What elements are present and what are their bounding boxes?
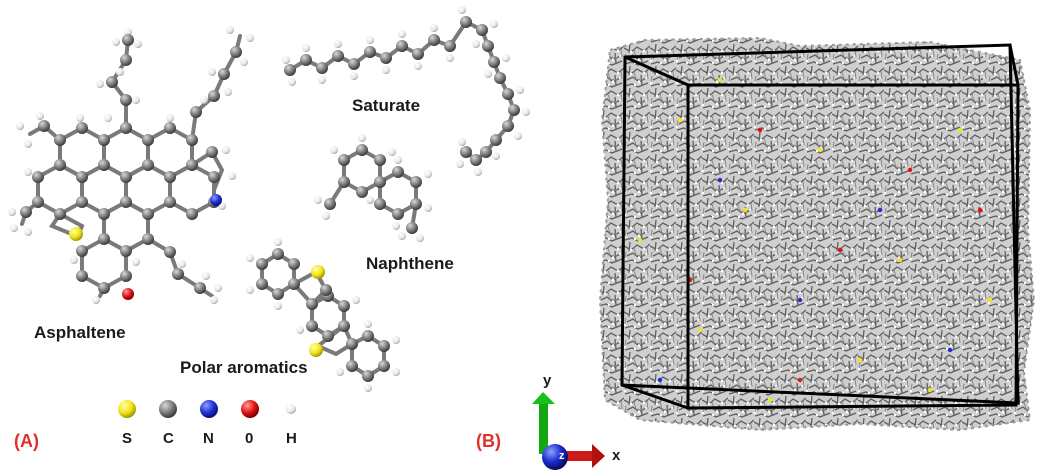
simulation-box: [598, 36, 1036, 432]
legend-n-label: N: [203, 430, 214, 447]
naphthene-molecule: [314, 134, 432, 242]
legend-c-label: C: [163, 430, 174, 447]
legend-h-label: H: [286, 430, 297, 447]
box-edges: [621, 44, 1020, 410]
saturate-molecule: [282, 6, 530, 176]
polar-aromatics-label: Polar aromatics: [180, 358, 308, 377]
saturate-label: Saturate: [352, 96, 421, 115]
naphthene-label: Naphthene: [366, 254, 454, 273]
box-front-face: [686, 83, 1020, 410]
x-axis-label: x: [612, 447, 621, 464]
asphaltene-molecule: [8, 26, 254, 304]
z-axis-sphere: [542, 444, 568, 470]
molecular-system: [600, 38, 1034, 430]
x-axis-arrow: [553, 444, 605, 468]
axis-triad: [532, 392, 605, 470]
legend-nitrogen-atom: [200, 400, 218, 418]
legend-sulfur-atom: [118, 400, 136, 418]
legend-hydrogen-atom: [286, 404, 296, 414]
panel-b-label: (B): [476, 431, 501, 451]
asphaltene-label: Asphaltene: [34, 323, 126, 342]
panel-a-label: (A): [14, 431, 39, 451]
polar-aromatics-molecule: [246, 238, 400, 392]
legend-s-label: S: [122, 430, 133, 447]
legend-o-label: 0: [245, 430, 254, 447]
atom-legend: [118, 400, 296, 418]
y-axis-arrow: [532, 392, 555, 454]
legend-carbon-atom: [159, 400, 177, 418]
z-axis-label: z: [559, 450, 565, 462]
y-axis-label: y: [543, 372, 552, 389]
legend-oxygen-atom: [241, 400, 259, 418]
